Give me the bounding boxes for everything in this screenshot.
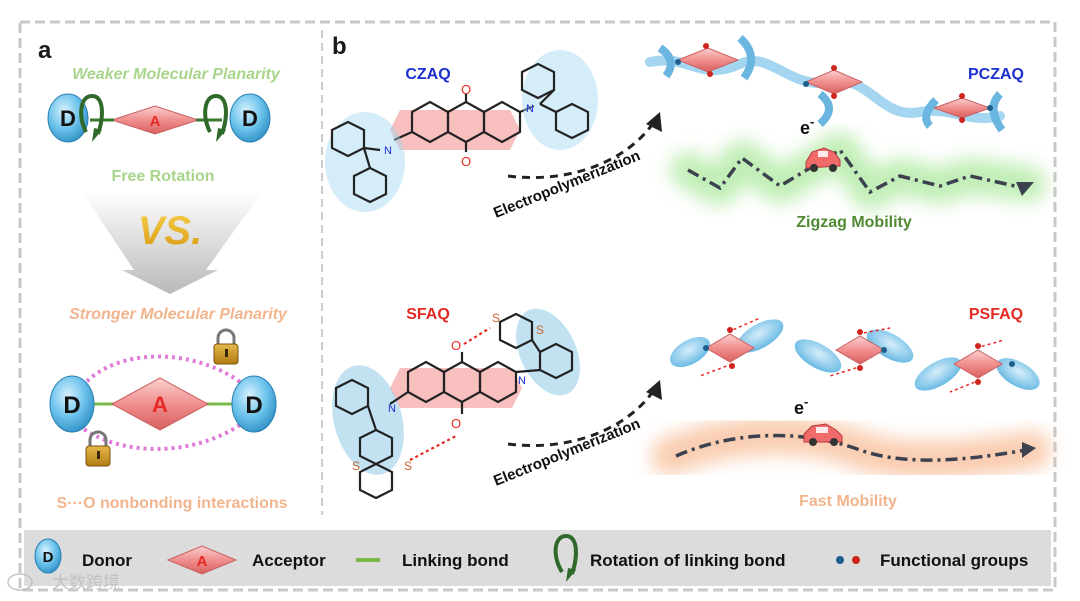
pczaq-chain <box>645 35 1006 133</box>
nonbonding-interaction-arc <box>66 414 254 451</box>
rotation-arrow-left-icon <box>79 93 104 135</box>
donor-letter-right: D <box>245 392 262 419</box>
arrowhead-icon <box>646 112 662 132</box>
donor-right <box>229 93 271 143</box>
donor-letter-left: D <box>63 392 80 419</box>
panel-b-label: b <box>332 33 347 60</box>
atom-s: S <box>536 323 544 337</box>
czaq-molecule: O O N N <box>325 50 598 212</box>
zigzag-mobility-label: Zigzag Mobility <box>796 214 912 231</box>
electropolymerization-arrow-bottom <box>507 389 656 448</box>
vs-label: VS. <box>138 209 202 253</box>
sfaq-label: SFAQ <box>406 306 450 323</box>
donor-right <box>231 375 277 433</box>
atom-n: N <box>526 103 534 115</box>
weak-planarity-title: Weaker Molecular Planarity <box>72 66 281 83</box>
acceptor-letter: A <box>152 392 168 417</box>
czaq-label: CZAQ <box>405 66 450 83</box>
zigzag-path <box>687 147 1025 195</box>
legend-acceptor-label: Acceptor <box>252 551 326 570</box>
fast-mobility-label: Fast Mobility <box>799 493 897 510</box>
car-icon <box>805 147 841 172</box>
atom-s: S <box>352 459 360 473</box>
panel-a-label: a <box>38 37 52 64</box>
legend-functional-label: Functional groups <box>880 551 1028 570</box>
legend-rotation-icon <box>553 533 578 575</box>
strong-planarity-model: A D D <box>49 328 277 467</box>
donor-letter-right: D <box>242 106 258 131</box>
acceptor-diamond <box>110 377 210 431</box>
atom-o: O <box>451 338 461 353</box>
strong-planarity-title: Stronger Molecular Planarity <box>69 306 288 323</box>
zigzag-glow <box>670 132 1046 210</box>
outer-frame <box>18 20 1057 592</box>
legend: D Donor A Acceptor Linking bond Rotation… <box>34 533 1028 582</box>
atom-n: N <box>388 403 396 415</box>
donor-letter-left: D <box>60 106 76 131</box>
car-icon <box>803 423 843 446</box>
arrowhead-icon <box>1022 442 1036 458</box>
electron-label: e- <box>800 114 814 138</box>
arrowhead-icon <box>1016 182 1034 196</box>
legend-acceptor-icon <box>166 545 238 575</box>
padlock-icon <box>213 328 239 365</box>
donor-left <box>49 375 95 433</box>
nonbonding-label: S···O nonbonding interactions <box>56 495 287 512</box>
legend-donor-icon <box>34 538 62 574</box>
electropolymerization-label: Electropolymerization <box>491 147 643 221</box>
atom-o: O <box>461 82 471 97</box>
donor-left <box>47 93 89 143</box>
rotation-arrow-right-icon <box>203 93 228 135</box>
electropolymerization-label: Electropolymerization <box>491 415 643 489</box>
atom-s: S <box>492 311 500 325</box>
legend-acceptor-letter: A <box>197 553 208 570</box>
pczaq-label: PCZAQ <box>968 66 1024 83</box>
atom-o: O <box>451 416 461 431</box>
atom-s: S <box>404 459 412 473</box>
psfaq-label: PSFAQ <box>969 306 1023 323</box>
legend-donor-label: Donor <box>82 551 132 570</box>
legend-donor-letter: D <box>43 549 54 566</box>
acceptor-letter: A <box>150 113 161 130</box>
free-rotation-label: Free Rotation <box>111 168 214 185</box>
atom-n: N <box>384 145 392 157</box>
watermark-text: 大数跨境 <box>52 573 120 592</box>
legend-functional-dot-red <box>852 556 860 564</box>
fast-path <box>675 433 1027 462</box>
legend-functional-dot-blue <box>836 556 844 564</box>
padlock-icon <box>85 430 111 467</box>
electron-label: e- <box>794 394 808 418</box>
electropolymerization-arrow-top <box>507 121 656 180</box>
watermark: 大数跨境 <box>7 573 120 592</box>
vs-arrow-icon <box>82 192 262 294</box>
atom-o: O <box>461 154 471 169</box>
weak-planarity-model: A D D <box>47 93 271 143</box>
psfaq-chain <box>670 317 1040 393</box>
sfaq-molecule: O O S S N S S N <box>332 308 580 500</box>
legend-linking-bond-label: Linking bond <box>402 551 509 570</box>
atom-n: N <box>518 375 526 387</box>
arrowhead-icon <box>646 380 662 400</box>
legend-rotation-label: Rotation of linking bond <box>590 551 785 570</box>
